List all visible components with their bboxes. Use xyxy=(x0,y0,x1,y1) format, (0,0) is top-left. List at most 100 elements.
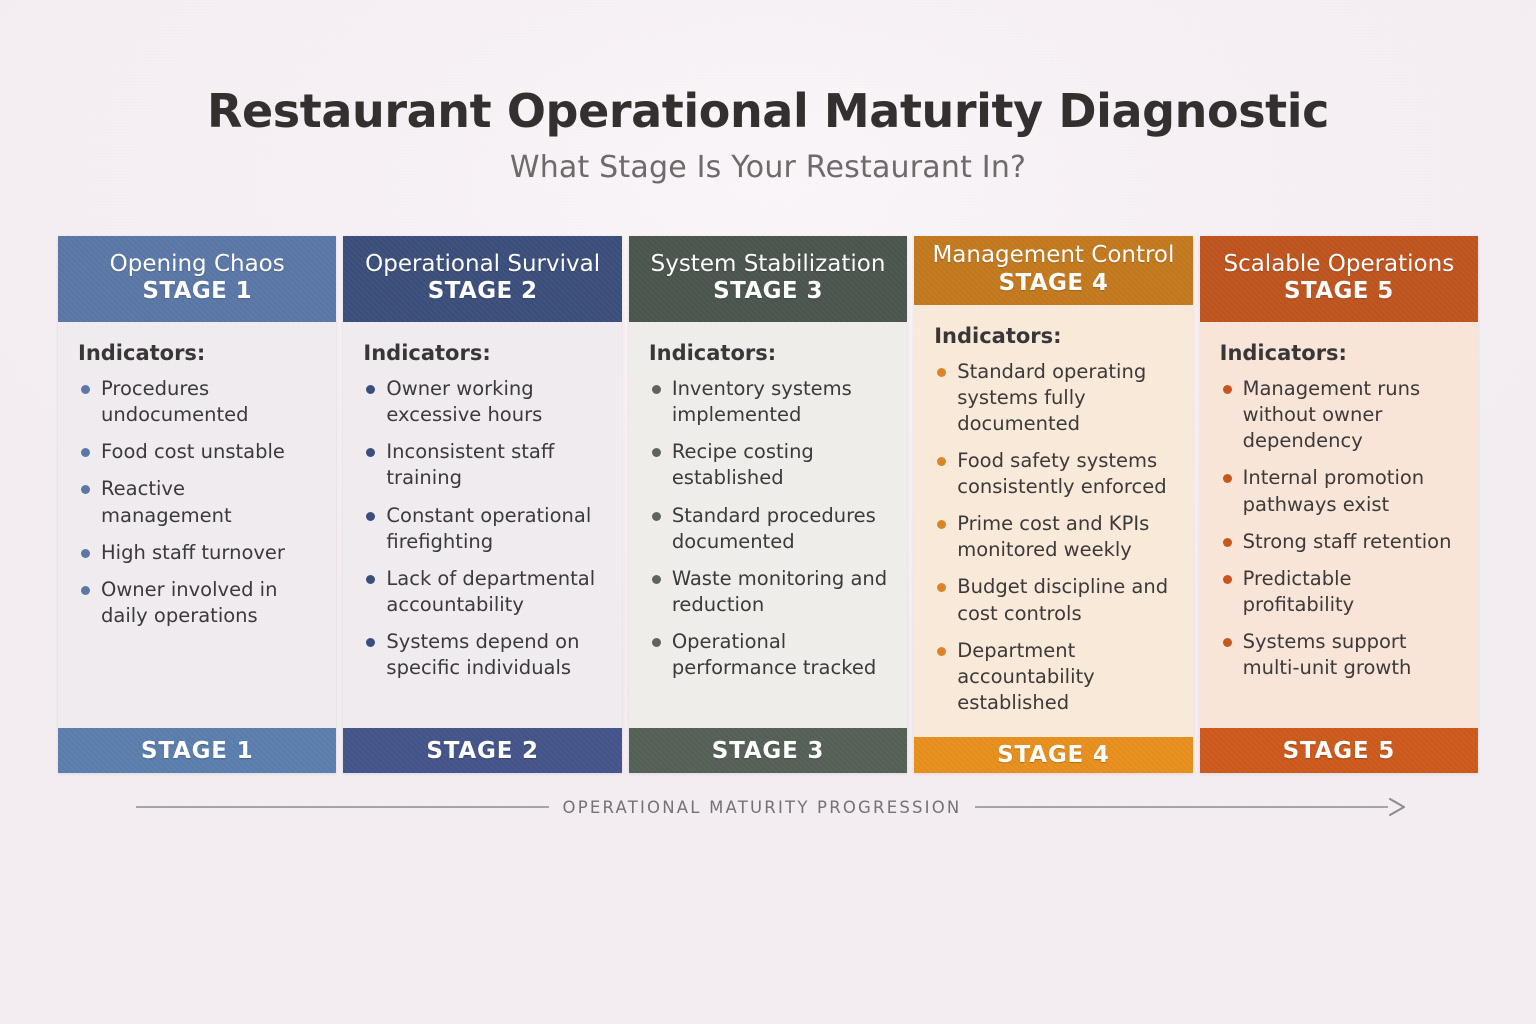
bullet-dot-icon xyxy=(1222,638,1232,647)
indicator-text: Waste monitoring and reduction xyxy=(671,566,888,616)
stage-card-body-5: Indicators: Management runs without owner… xyxy=(1199,322,1479,728)
stage-card-footer-2: STAGE 2 xyxy=(343,728,622,773)
indicator-text: Budget discipline and cost controls xyxy=(957,575,1169,625)
stage-label-1: STAGE 1 xyxy=(142,278,253,305)
indicator-text: Systems depend on specific individuals xyxy=(386,630,580,680)
list-item: Constant operational firefighting xyxy=(363,503,601,555)
bullet-dot-icon xyxy=(937,583,947,593)
stage-label-3: STAGE 3 xyxy=(713,278,823,305)
progression-label: OPERATIONAL MATURITY PROGRESSION xyxy=(562,797,962,817)
stage-label-5: STAGE 5 xyxy=(1283,278,1394,305)
list-item: Procedures undocumented xyxy=(78,376,316,428)
list-item: Department accountability established xyxy=(934,638,1172,716)
stage-card-body-3: Indicators:Inventory systems implemented… xyxy=(628,322,908,728)
stage-footer-label-3: STAGE 3 xyxy=(711,737,825,764)
progression-bar: OPERATIONAL MATURITY PROGRESSION xyxy=(136,792,1408,822)
indicator-text: Owner working excessive hours xyxy=(386,377,543,427)
indicator-text: Inventory systems implemented xyxy=(671,377,852,427)
list-item: Lack of departmental accountability xyxy=(363,566,601,618)
indicator-text: Predictable profitability xyxy=(1242,566,1355,616)
indicator-text: Procedures undocumented xyxy=(101,377,249,427)
list-item: Systems depend on specific individuals xyxy=(363,629,601,681)
indicator-text: Department accountability established xyxy=(957,638,1095,714)
indicators-heading-1: Indicators: xyxy=(78,341,206,365)
stage-footer-label-5: STAGE 5 xyxy=(1282,737,1396,764)
list-item: Strong staff retention xyxy=(1220,529,1458,555)
bullet-dot-icon xyxy=(366,511,376,521)
list-item: Reactive management xyxy=(78,476,316,528)
list-item: Predictable profitability xyxy=(1220,566,1458,618)
indicator-text: Owner involved in daily operations xyxy=(101,577,278,627)
bullet-dot-icon xyxy=(366,448,376,458)
stage-name-1: Opening Chaos xyxy=(109,250,285,277)
bullet-dot-icon xyxy=(1222,574,1232,584)
indicator-text: Constant operational firefighting xyxy=(386,503,592,553)
stage-label-4: STAGE 4 xyxy=(998,269,1109,296)
bullet-dot-icon xyxy=(81,448,90,458)
indicator-text: Prime cost and KPIs monitored weekly xyxy=(957,512,1150,562)
list-item: Internal promotion pathways exist xyxy=(1220,465,1458,517)
arrow-right-icon xyxy=(1389,798,1406,816)
list-item: High staff turnover xyxy=(78,540,316,566)
list-item: Recipe costing established xyxy=(649,439,887,491)
list-item: Operational performance tracked xyxy=(649,629,887,681)
indicators-heading-2: Indicators: xyxy=(363,341,491,365)
list-item: Budget discipline and cost controls xyxy=(934,574,1172,626)
stage-footer-label-4: STAGE 4 xyxy=(997,742,1110,769)
bullet-dot-icon xyxy=(366,574,376,584)
stage-name-5: Scalable Operations xyxy=(1223,250,1455,277)
bullet-dot-icon xyxy=(81,585,90,595)
stage-card-footer-4: STAGE 4 xyxy=(914,737,1193,773)
list-item: Standard procedures documented xyxy=(649,503,887,555)
bullet-dot-icon xyxy=(937,367,947,377)
bullet-dot-icon xyxy=(1222,385,1232,394)
indicator-text: Operational performance tracked xyxy=(671,630,877,680)
progression-line-right xyxy=(975,806,1389,808)
indicator-list-4: Standard operating systems fully documen… xyxy=(934,359,1172,717)
indicator-text: Recipe costing established xyxy=(671,440,814,490)
indicator-list-5: Management runs without owner dependency… xyxy=(1220,376,1458,681)
page-title: Restaurant Operational Maturity Diagnost… xyxy=(206,84,1329,138)
list-item: Waste monitoring and reduction xyxy=(649,566,887,618)
bullet-dot-icon xyxy=(937,456,947,466)
stage-name-3: System Stabilization xyxy=(650,250,886,277)
stage-name-4: Management Control xyxy=(932,242,1175,269)
indicators-heading-5: Indicators: xyxy=(1219,341,1347,365)
stage-card-footer-5: STAGE 5 xyxy=(1199,728,1479,773)
stage-card-body-2: Indicators: Owner working excessive hours… xyxy=(343,322,622,728)
stage-card-footer-3: STAGE 3 xyxy=(628,728,908,773)
bullet-dot-icon xyxy=(651,385,661,394)
indicator-text: Strong staff retention xyxy=(1242,529,1452,553)
list-item: Inconsistent staff training xyxy=(363,439,601,491)
indicator-text: Management runs without owner dependency xyxy=(1242,377,1421,453)
bullet-dot-icon xyxy=(651,574,661,584)
bullet-dot-icon xyxy=(81,385,90,394)
stage-name-2: Operational Survival xyxy=(365,250,601,277)
indicator-text: Standard procedures documented xyxy=(671,503,876,553)
bullet-dot-icon xyxy=(1222,474,1232,484)
bullet-dot-icon xyxy=(651,638,661,647)
bullet-dot-icon xyxy=(366,385,376,394)
indicator-text: Reactive management xyxy=(101,477,232,527)
list-item: Owner working excessive hours xyxy=(363,376,601,428)
bullet-dot-icon xyxy=(937,646,947,656)
list-item: Prime cost and KPIs monitored weekly xyxy=(934,511,1172,563)
indicator-text: High staff turnover xyxy=(101,540,285,564)
list-item: Inventory systems implemented xyxy=(649,376,887,428)
bullet-dot-icon xyxy=(1222,537,1232,547)
stage-card-body-4: Indicators:Standard operating systems fu… xyxy=(914,304,1193,738)
title-block: Restaurant Operational Maturity Diagnost… xyxy=(0,86,1536,185)
indicator-text: Lack of departmental accountability xyxy=(386,566,596,616)
